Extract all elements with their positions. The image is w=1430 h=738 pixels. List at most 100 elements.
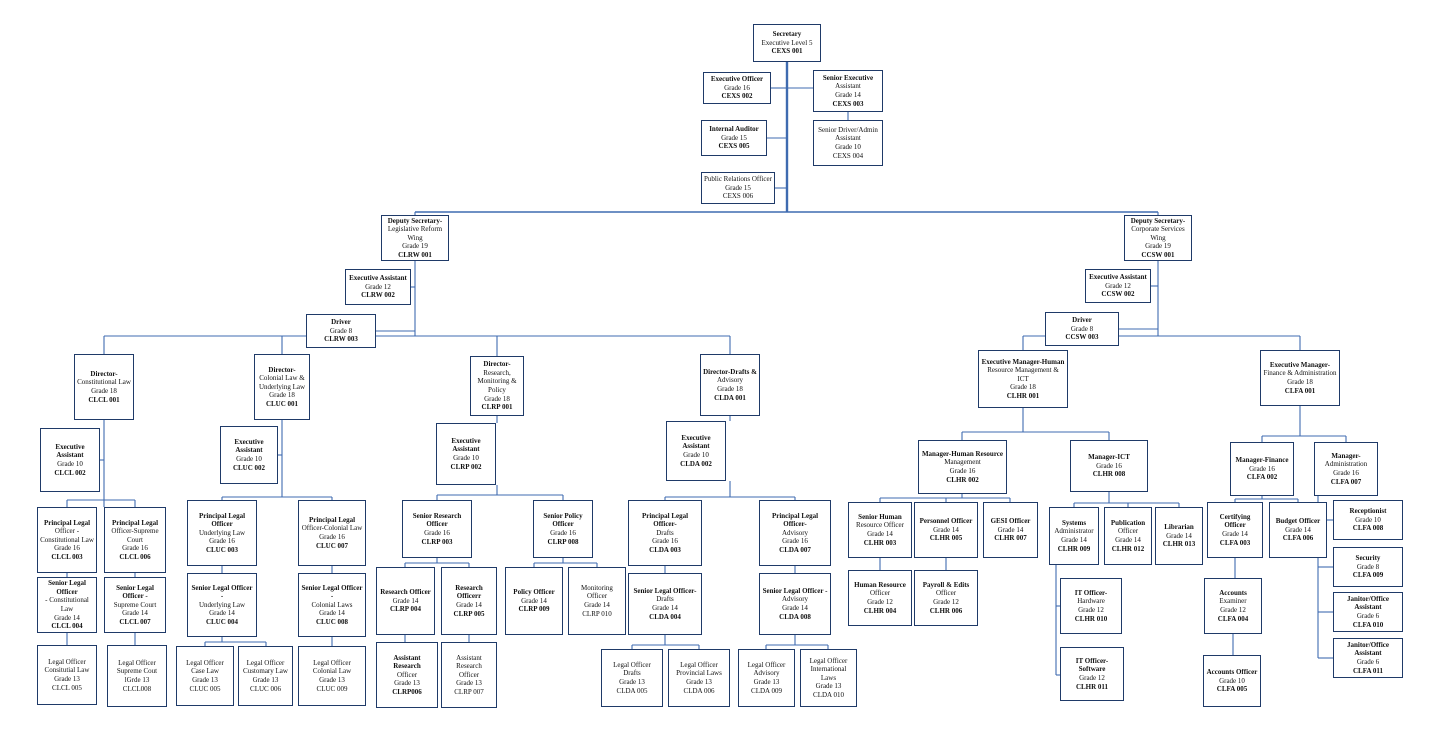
position-line: Driver [1072, 316, 1092, 325]
position-line: Senior Legal Officer - [116, 583, 154, 601]
position-line: Grade 14 [652, 604, 678, 612]
position-line: Director- [90, 369, 118, 378]
position-line: CLHR 005 [929, 534, 963, 543]
position-line: Legal Officer [747, 660, 786, 669]
position-line: CLFA 010 [1352, 620, 1384, 629]
position-line: Grade 14 [835, 91, 861, 99]
position-line: Secretary [772, 30, 802, 39]
position-line: Executive Assistant [681, 433, 711, 451]
position-line: CLRP 005 [453, 609, 485, 618]
position-line: Officer-Colonial Law [301, 524, 363, 533]
position-line: Colonial Law [312, 667, 352, 676]
position-line: Grade 14 [209, 609, 235, 618]
position-line: CLHR 009 [1057, 544, 1091, 553]
position-line: Grade 16 [319, 533, 345, 541]
position-line: Wing [407, 233, 423, 242]
position-line: Officer - [54, 527, 80, 536]
position-line: CLCL 002 [54, 468, 86, 477]
position-line: Grade 8 [329, 326, 353, 335]
position-line: Grade 14 [392, 596, 419, 605]
position-line: Monitoring Officer [581, 583, 613, 601]
position-line: Legal Officer [246, 658, 285, 667]
position-line: Janitor/Office Assistant [1347, 640, 1389, 658]
position-line: Security [1355, 554, 1381, 563]
position-line: Grade 6 [1356, 658, 1380, 666]
position-line: Legislative Reform [387, 225, 443, 234]
position-line: Grade 10 [236, 455, 262, 463]
position-line: Provincial Laws [676, 669, 722, 678]
position-line: Grade 18 [91, 387, 117, 395]
position-line: CLDA 005 [616, 686, 648, 695]
position-line: Officer-Supreme Court [111, 527, 159, 544]
position-line: Executive Assistant [55, 442, 85, 460]
position-line: Publication [1110, 518, 1146, 527]
position-line: Grade 14 [54, 613, 80, 622]
position-line: CLHR 011 [1075, 682, 1109, 691]
position-line: CLUC 003 [205, 545, 239, 554]
position-line: Constitutional Law [40, 535, 94, 544]
position-line: Advisory [781, 595, 809, 604]
position-line: CLFA 003 [1219, 538, 1251, 547]
position-line: Grade 13 [619, 678, 645, 686]
position-line: Accounts Officer [1206, 668, 1258, 677]
position-line: CEXS 002 [721, 92, 753, 101]
position-line: Monitoring & [477, 377, 517, 386]
position-line: Assistant [835, 82, 861, 91]
position-line: Legal Officer [809, 656, 848, 665]
position-line: CLFA 006 [1282, 534, 1314, 543]
position-line: CLDA 007 [779, 545, 811, 554]
position-line: CLRW 001 [398, 250, 432, 259]
position-line: Director- [483, 360, 511, 369]
position-line: Wing [1150, 233, 1166, 242]
position-line: CLFA 004 [1217, 614, 1249, 623]
position-line: CEXS 001 [771, 47, 803, 56]
position-line: Grade 8 [1070, 324, 1094, 333]
position-line: CLHR 006 [929, 606, 963, 615]
position-line: Executive Assistant [349, 274, 407, 283]
position-line: Principal Legal Officer- [771, 511, 819, 529]
position-line: CLHR 007 [994, 534, 1027, 543]
position-line: CCSW 002 [1101, 290, 1135, 299]
position-line: Grade 10 [57, 460, 83, 468]
position-line: CLCL 003 [51, 552, 83, 561]
position-line: Grade 14 [1061, 536, 1087, 544]
position-line: CLDA 004 [649, 612, 681, 621]
position-line: Grade 16 [1249, 464, 1275, 473]
position-line: IT Officer- [1074, 588, 1108, 597]
position-line: CLCL 006 [119, 552, 151, 561]
position-line: Grade 13 [394, 679, 420, 688]
position-line: Director- [268, 365, 296, 374]
position-line: Internal Auditor [709, 125, 759, 134]
position-line: CLFA 009 [1352, 571, 1384, 580]
position-line: CLHR 010 [1074, 614, 1108, 623]
position-line: lGrde 13 [124, 676, 150, 684]
position-line: Grade 14 [456, 601, 482, 609]
position-line: Hardware [1077, 597, 1105, 606]
position-line: Grade 16 [652, 537, 678, 546]
position-line: CLCL 007 [119, 617, 151, 626]
position-line: GESI Officer [990, 517, 1031, 526]
position-line: CLCL 005 [52, 683, 82, 692]
position-line: CLFA 011 [1352, 666, 1383, 675]
position-line: Grade 12 [867, 598, 893, 606]
position-line: Legal Officer [186, 658, 224, 667]
position-line: Grade 13 [252, 676, 279, 684]
position-line: CLRP 009 [518, 605, 550, 614]
